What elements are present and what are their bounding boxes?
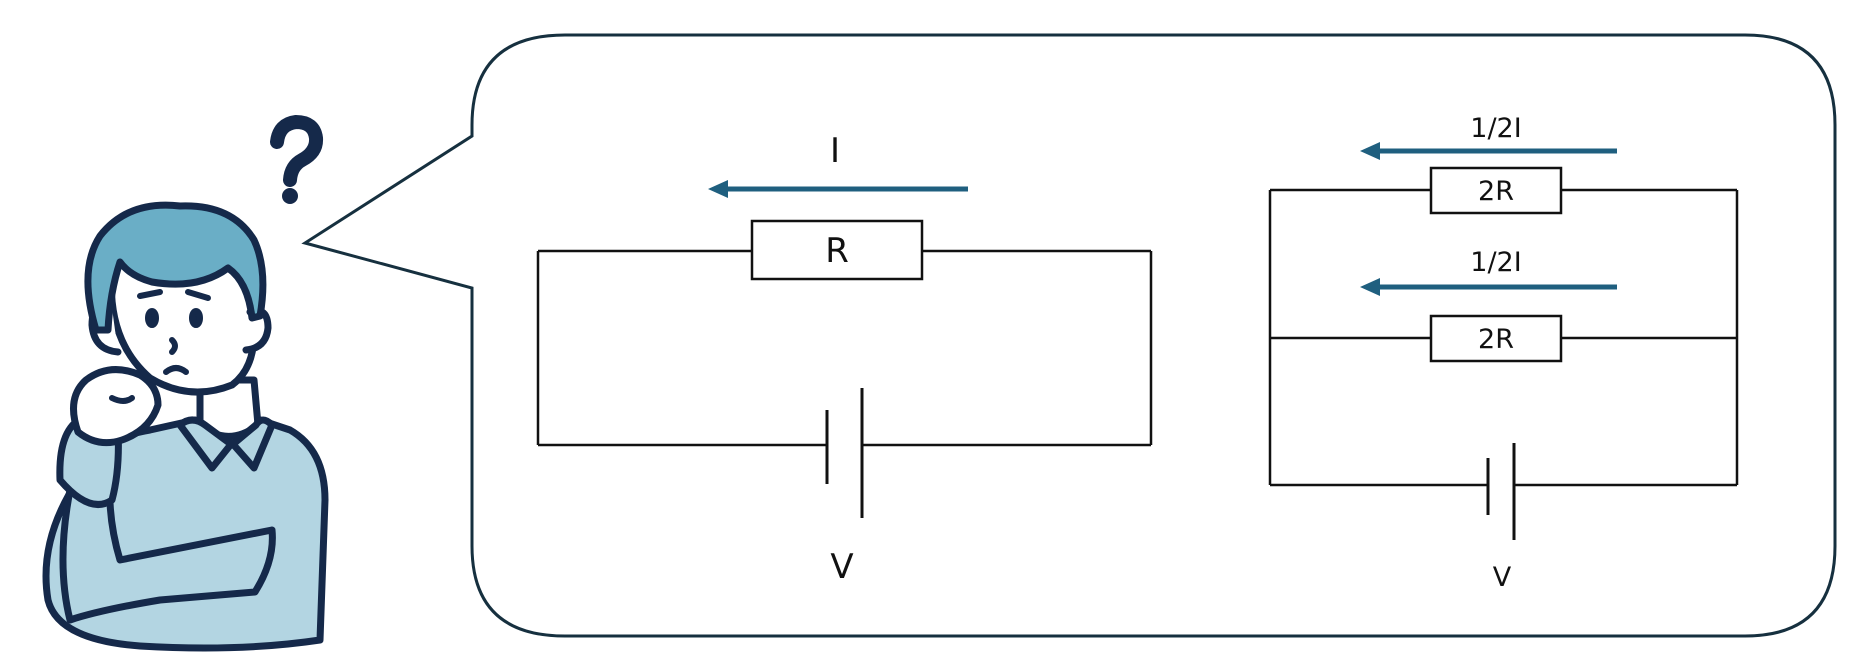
current-arrow-bottom: [1360, 278, 1617, 296]
current-arrow-top: [1360, 142, 1617, 160]
crossed-arm: [59, 476, 276, 624]
hair: [84, 201, 267, 334]
face-details: [109, 289, 211, 404]
resistor-label-2r-bottom: 2R: [1478, 324, 1514, 355]
current-arrow-i: [708, 180, 968, 198]
right-eye: [189, 308, 203, 328]
circuit-parallel: [1268, 166, 1739, 540]
circuit-single: [536, 219, 1153, 518]
resistor-2r-top: [1429, 166, 1563, 215]
resistor-label-r: R: [825, 231, 849, 271]
nose: [169, 337, 178, 355]
resistor-label-2r-top: 2R: [1478, 176, 1514, 207]
question-mark-icon: [270, 114, 324, 204]
hand: [70, 366, 162, 447]
resistor-r: [750, 219, 924, 281]
voltage-label-v: V: [830, 547, 853, 587]
current-label-top: 1/2I: [1470, 113, 1521, 144]
voltage-label-v-parallel: V: [1493, 562, 1512, 593]
current-label-bottom: 1/2I: [1470, 247, 1521, 278]
resistor-2r-bottom: [1429, 314, 1563, 363]
left-eyebrow: [137, 289, 163, 299]
speech-bubble: [301, 33, 1837, 638]
hand-finger: [109, 395, 135, 404]
thinking-person-icon: [42, 201, 329, 652]
collar: [176, 416, 276, 472]
current-label-i: I: [830, 131, 840, 171]
right-eyebrow: [185, 289, 211, 301]
left-eye: [145, 308, 159, 328]
mouth: [163, 365, 189, 375]
